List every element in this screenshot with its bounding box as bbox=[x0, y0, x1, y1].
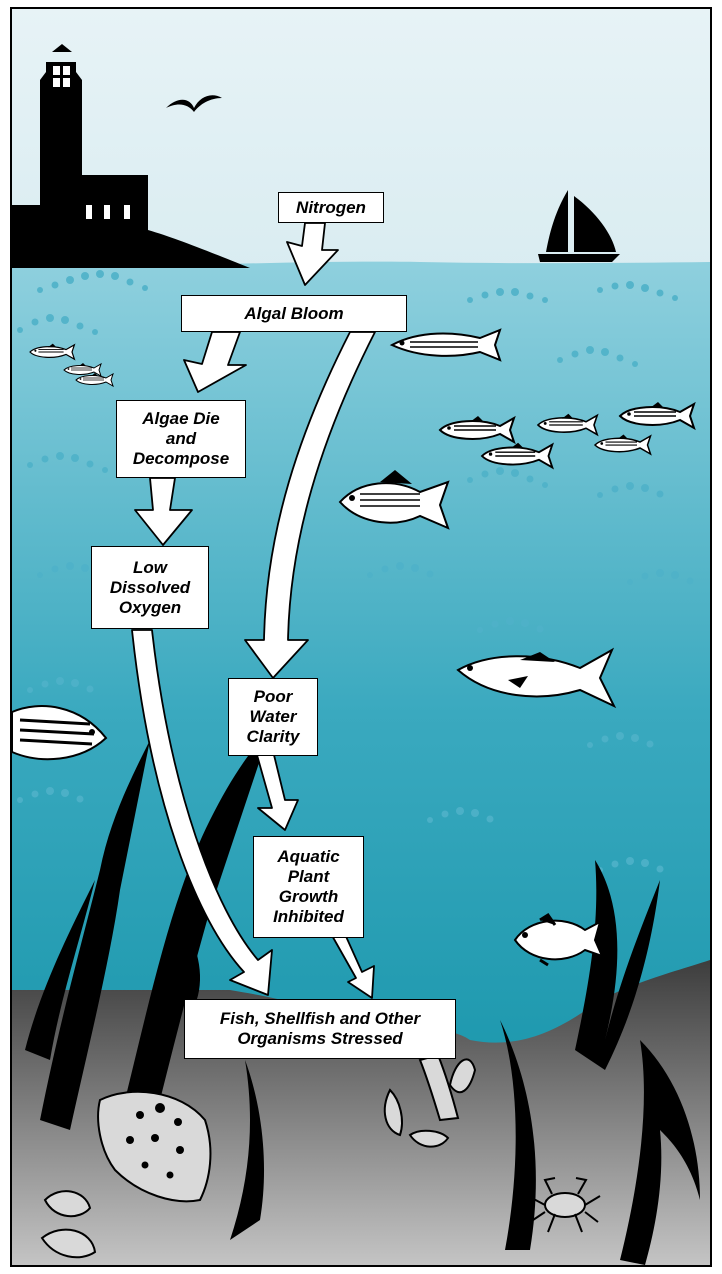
node-plant-growth-line-2: Plant bbox=[288, 867, 330, 887]
node-algae-die-line-1: Algae Die bbox=[142, 409, 219, 429]
node-algae-die-line-3: Decompose bbox=[133, 449, 229, 469]
node-organisms-stressed-line-2: Organisms Stressed bbox=[237, 1029, 402, 1049]
node-plant-growth-line-4: Inhibited bbox=[273, 907, 344, 927]
node-low-oxygen: Low Dissolved Oxygen bbox=[91, 546, 209, 629]
node-poor-clarity-line-1: Poor bbox=[254, 687, 293, 707]
node-nitrogen-text: Nitrogen bbox=[296, 198, 366, 218]
node-poor-clarity: Poor Water Clarity bbox=[228, 678, 318, 756]
node-algal-bloom-text: Algal Bloom bbox=[244, 304, 343, 324]
node-organisms-stressed: Fish, Shellfish and Other Organisms Stre… bbox=[184, 999, 456, 1059]
node-algae-die-line-2: and bbox=[166, 429, 196, 449]
node-algae-die: Algae Die and Decompose bbox=[116, 400, 246, 478]
node-low-oxygen-line-3: Oxygen bbox=[119, 598, 181, 618]
node-poor-clarity-line-3: Clarity bbox=[247, 727, 300, 747]
node-organisms-stressed-line-1: Fish, Shellfish and Other bbox=[220, 1009, 420, 1029]
node-nitrogen: Nitrogen bbox=[278, 192, 384, 223]
node-low-oxygen-line-1: Low bbox=[133, 558, 167, 578]
node-plant-growth-line-1: Aquatic bbox=[277, 847, 339, 867]
node-low-oxygen-line-2: Dissolved bbox=[110, 578, 190, 598]
node-plant-growth: Aquatic Plant Growth Inhibited bbox=[253, 836, 364, 938]
node-plant-growth-line-3: Growth bbox=[279, 887, 339, 907]
node-poor-clarity-line-2: Water bbox=[250, 707, 297, 727]
node-algal-bloom: Algal Bloom bbox=[181, 295, 407, 332]
